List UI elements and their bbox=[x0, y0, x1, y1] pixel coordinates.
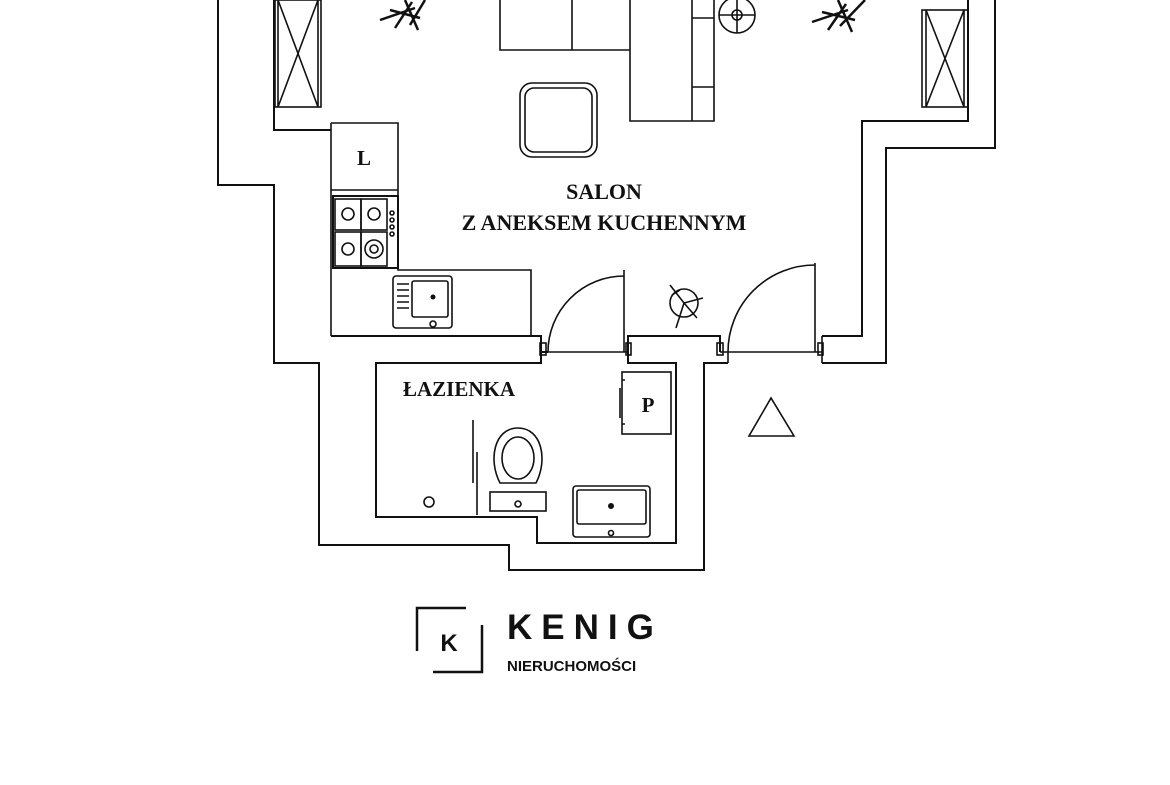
bathroom-walls bbox=[375, 352, 677, 544]
door-thresholds bbox=[548, 336, 823, 363]
window-right bbox=[921, 9, 969, 108]
wall-between-doors bbox=[627, 335, 721, 352]
boiler-label: P bbox=[642, 393, 655, 417]
inner-wall-right bbox=[822, 0, 969, 337]
sofa bbox=[499, 0, 715, 122]
walls bbox=[217, 0, 996, 571]
logo-name: KENIG bbox=[507, 608, 663, 647]
outer-wall-left bbox=[217, 0, 728, 571]
coffee-table bbox=[519, 82, 598, 158]
plant-icon bbox=[669, 284, 704, 329]
toilet-icon bbox=[489, 427, 547, 512]
stove-icon bbox=[332, 195, 399, 269]
logo-subtitle: NIERUCHOMOŚCI bbox=[507, 657, 636, 675]
plant-icon bbox=[811, 0, 866, 33]
outer-wall-right bbox=[822, 0, 996, 364]
bathroom-door[interactable] bbox=[539, 270, 632, 356]
kenig-logo: K KENIG NIERUCHOMOŚCI bbox=[415, 606, 663, 675]
washbasin-icon bbox=[572, 485, 651, 538]
room-label-bathroom: ŁAZIENKA bbox=[403, 377, 516, 401]
plant-icon bbox=[379, 0, 427, 31]
inner-wall-left bbox=[273, 0, 331, 131]
entrance-door[interactable] bbox=[716, 263, 824, 356]
entrance-triangle-icon bbox=[747, 396, 796, 437]
kitchen-sink-icon bbox=[392, 275, 453, 329]
floor-lamp-icon bbox=[718, 0, 756, 34]
logo-mark-letter: K bbox=[440, 630, 458, 657]
room-label-salon-sub: Z ANEKSEM KUCHENNYM bbox=[462, 210, 747, 235]
window-left bbox=[274, 0, 322, 108]
boiler-box bbox=[619, 371, 672, 435]
fridge-label: L bbox=[357, 146, 371, 170]
kitchen-counter bbox=[330, 122, 532, 336]
kitchen-wall-bottom bbox=[331, 335, 548, 353]
room-label-salon: SALON bbox=[566, 179, 642, 204]
shower-icon bbox=[423, 420, 478, 515]
